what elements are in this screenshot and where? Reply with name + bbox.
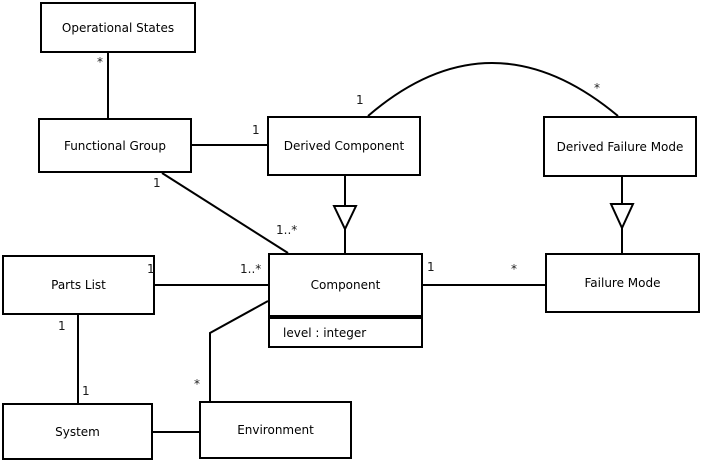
multiplicity-label: 1..*: [240, 262, 262, 276]
association-derived-component-derived-failure-mode: [367, 62, 619, 117]
attribute-text: level : integer: [283, 325, 367, 340]
class-name: Operational States: [61, 20, 175, 35]
class-name: Derived Component: [283, 139, 405, 153]
class-name: Parts List: [51, 278, 106, 292]
multiplicity-label: 1: [356, 93, 364, 107]
class-name: System: [55, 424, 100, 439]
class-name: Functional Group: [63, 138, 167, 153]
multiplicity-label: 1..*: [276, 223, 298, 237]
class-component[interactable]: Component: [268, 253, 423, 317]
multiplicity-label: 1: [153, 176, 161, 190]
association-environment-component: [209, 300, 269, 401]
multiplicity-label: 1: [427, 260, 435, 274]
class-parts-list[interactable]: Parts List: [2, 255, 155, 315]
class-name: Failure Mode: [584, 276, 661, 290]
multiplicity-label: 1: [252, 123, 260, 137]
class-component-attributes[interactable]: level : integer: [268, 317, 423, 348]
class-failure-mode[interactable]: Failure Mode: [545, 253, 700, 313]
class-functional-group[interactable]: Functional Group: [38, 118, 192, 173]
multiplicity-label: *: [511, 262, 517, 276]
association-functional-group-component: [161, 172, 289, 254]
multiplicity-label: 1: [82, 384, 90, 398]
class-name: Derived Failure Mode: [556, 139, 684, 154]
class-system[interactable]: System: [2, 403, 153, 460]
multiplicity-label: *: [97, 55, 103, 69]
multiplicity-label: *: [194, 377, 200, 391]
multiplicity-label: 1: [147, 262, 155, 276]
class-operational-states[interactable]: Operational States: [40, 2, 196, 53]
class-derived-component[interactable]: Derived Component: [267, 116, 421, 176]
generalization-triangle-icon: [332, 205, 358, 232]
generalization-triangle-icon: [609, 203, 635, 231]
multiplicity-label: 1: [58, 319, 66, 333]
class-derived-failure-mode[interactable]: Derived Failure Mode: [543, 116, 697, 177]
multiplicity-label: *: [594, 81, 600, 95]
class-name: Component: [310, 278, 381, 292]
class-name: Environment: [237, 423, 314, 437]
class-environment[interactable]: Environment: [199, 401, 352, 459]
